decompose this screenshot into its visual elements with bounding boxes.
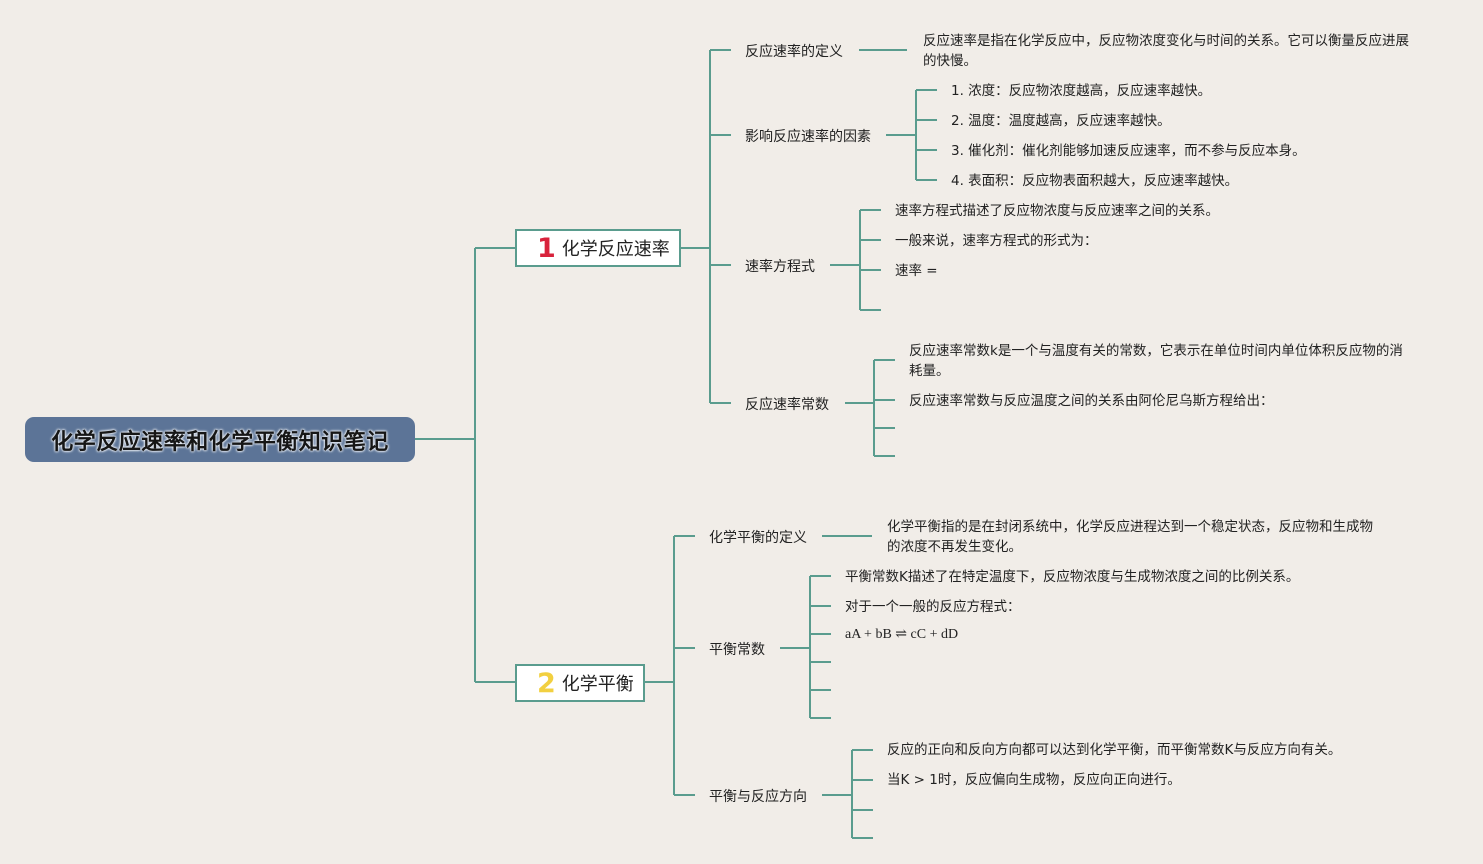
section-number: 1 — [537, 232, 556, 264]
root-node[interactable]: 化学反应速率和化学平衡知识笔记 — [25, 417, 415, 462]
leaf-note: 一般来说，速率方程式的形式为： — [895, 233, 1098, 249]
leaf-note: 3. 催化剂：催化剂能够加速反应速率，而不参与反应本身。 — [951, 143, 1306, 159]
topic-equilibrium-constant[interactable]: 平衡常数 — [709, 642, 765, 658]
section-label: 化学反应速率 — [561, 239, 670, 260]
connector — [415, 247, 515, 683]
leaf-note-equation: aA + bB ⇌ cC + dD — [845, 627, 959, 642]
section-number: 2 — [537, 667, 556, 699]
connector — [644, 535, 695, 796]
mindmap-title: 化学反应速率和化学平衡知识笔记 — [51, 429, 389, 455]
leaf-note: 反应的正向和反向方向都可以达到化学平衡，而平衡常数K与反应方向有关。 — [887, 742, 1342, 758]
connector — [845, 359, 895, 457]
leaf-note: 速率 = — [895, 263, 938, 279]
leaf-note: 反应速率是指在化学反应中，反应物浓度变化与时间的关系。它可以衡量反应进展的快慢。 — [923, 33, 1409, 69]
topic-rate-constant[interactable]: 反应速率常数 — [745, 397, 829, 413]
topic-equilibrium-definition[interactable]: 化学平衡的定义 — [709, 530, 807, 546]
topic-rate-factors[interactable]: 影响反应速率的因素 — [745, 129, 871, 145]
leaf-note: 平衡常数K描述了在特定温度下，反应物浓度与生成物浓度之间的比例关系。 — [845, 569, 1300, 585]
leaf-note: 对于一个一般的反应方程式： — [845, 599, 1021, 615]
section-node-chemical-equilibrium[interactable]: 2 化学平衡 — [515, 664, 645, 702]
leaf-note: 1. 浓度：反应物浓度越高，反应速率越快。 — [951, 83, 1212, 99]
section-node-reaction-rate[interactable]: 1 化学反应速率 — [515, 229, 681, 267]
connector — [886, 89, 937, 181]
leaf-note: 当K > 1时，反应偏向生成物，反应向正向进行。 — [887, 772, 1181, 788]
connector — [830, 209, 881, 311]
section-label: 化学平衡 — [561, 674, 634, 695]
connector — [780, 575, 831, 719]
leaf-note: 反应速率常数与反应温度之间的关系由阿伦尼乌斯方程给出： — [909, 393, 1274, 409]
leaf-note: 2. 温度：温度越高，反应速率越快。 — [951, 113, 1171, 129]
leaf-note: 4. 表面积：反应物表面积越大，反应速率越快。 — [951, 173, 1239, 189]
leaf-note: 速率方程式描述了反应物浓度与反应速率之间的关系。 — [895, 203, 1219, 219]
connector — [680, 49, 731, 404]
topic-equilibrium-direction[interactable]: 平衡与反应方向 — [709, 789, 807, 805]
topic-rate-equation[interactable]: 速率方程式 — [745, 259, 815, 275]
connector — [822, 749, 873, 839]
leaf-note: 反应速率常数k是一个与温度有关的常数，它表示在单位时间内单位体积反应物的消耗量。 — [909, 343, 1403, 379]
topic-rate-definition[interactable]: 反应速率的定义 — [745, 44, 843, 60]
leaf-note: 化学平衡指的是在封闭系统中，化学反应进程达到一个稳定状态，反应物和生成物的浓度不… — [887, 519, 1373, 555]
